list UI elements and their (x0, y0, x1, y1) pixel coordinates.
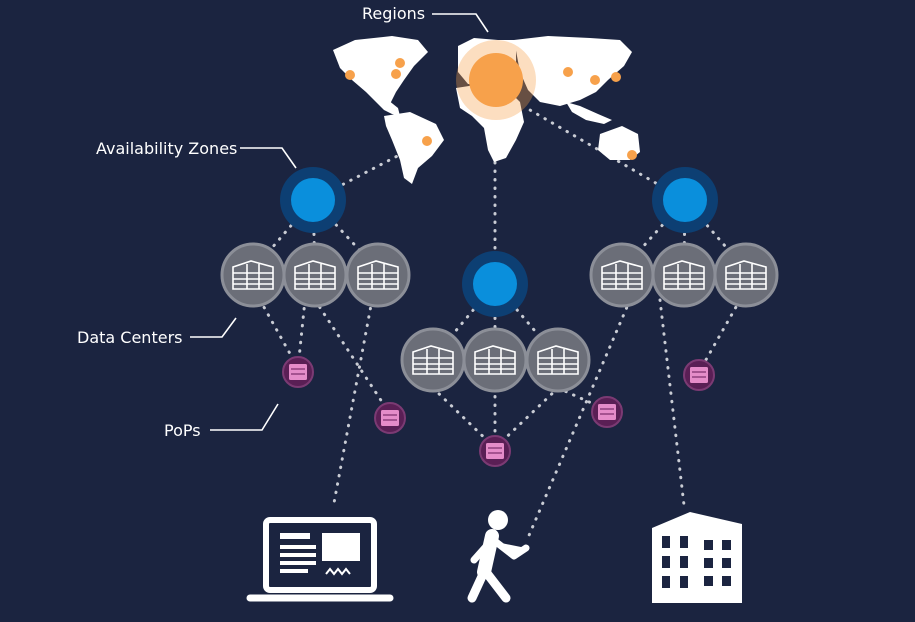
label-regions: Regions (362, 4, 425, 23)
availability-zones (280, 167, 718, 317)
data-center (651, 242, 717, 308)
data-center (589, 242, 655, 308)
diagram-labels: Regions Availability Zones Data Centers … (77, 4, 425, 440)
data-center (220, 242, 286, 308)
availability-zone-right (652, 167, 718, 233)
label-data-centers: Data Centers (77, 328, 182, 347)
data-center (713, 242, 779, 308)
availability-zone-left (280, 167, 346, 233)
data-center (525, 327, 591, 393)
data-center (282, 242, 348, 308)
pop-node (591, 396, 623, 428)
data-center (400, 327, 466, 393)
pop-node (282, 356, 314, 388)
walking-person-phone-icon (467, 510, 530, 603)
laptop-icon (246, 517, 394, 602)
data-center (462, 327, 528, 393)
label-availability-zones: Availability Zones (96, 139, 237, 158)
pop-node (374, 402, 406, 434)
region-markers (345, 40, 637, 160)
data-center (345, 242, 411, 308)
label-pops: PoPs (164, 421, 201, 440)
availability-zone-center (462, 251, 528, 317)
region-highlight (469, 53, 523, 107)
label-leaders (190, 13, 489, 431)
pop-node (479, 435, 511, 467)
pop-node (683, 359, 715, 391)
office-building-icon (652, 512, 742, 603)
